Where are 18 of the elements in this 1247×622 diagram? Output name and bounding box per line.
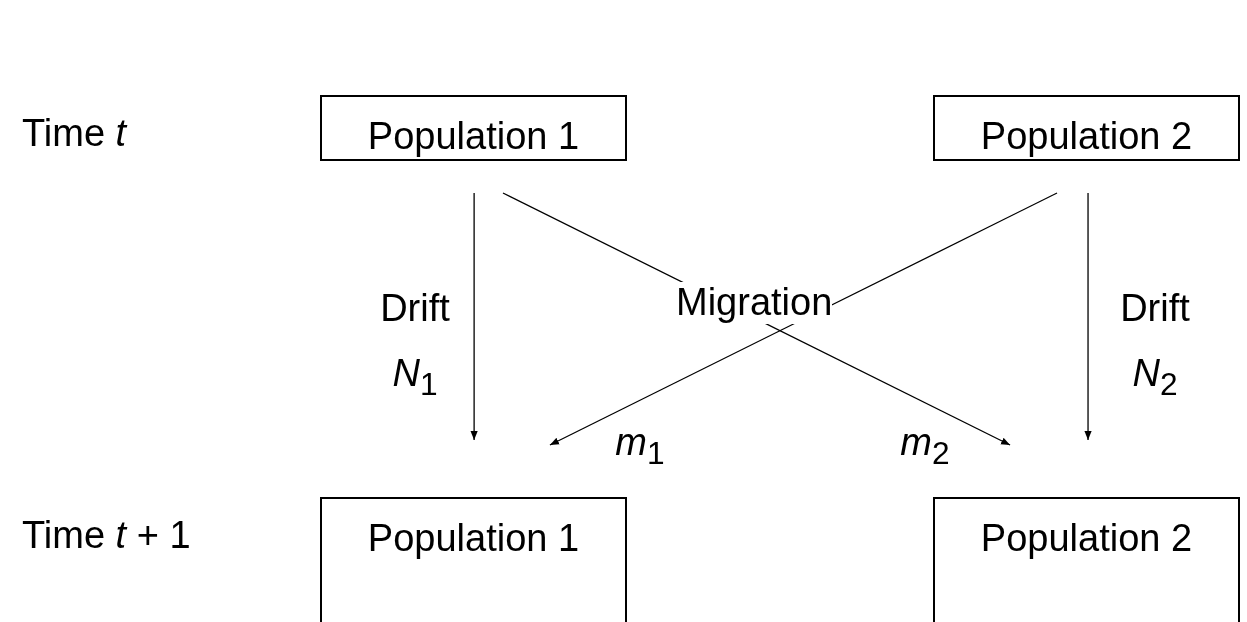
- arrow: [470, 192, 478, 441]
- population-box: [320, 95, 627, 161]
- population-name: Population 1: [366, 517, 581, 560]
- time-label: Time t: [22, 113, 127, 155]
- edge-label: m$_{2}$: [899, 420, 951, 473]
- edge-label: m$_{1}$: [614, 420, 666, 473]
- population-box: [320, 497, 627, 622]
- population-name: Population 1: [366, 115, 581, 158]
- arrow: [1084, 192, 1092, 441]
- population-name: Population 2: [979, 115, 1194, 158]
- edge-label: Drift N$_{2}$: [1119, 286, 1191, 404]
- arrow: [549, 192, 1058, 446]
- population-name: Population 2: [979, 517, 1194, 560]
- edge-label: Drift N$_{1}$: [379, 286, 451, 404]
- population-box: [933, 497, 1240, 622]
- time-label: Time t + 1: [22, 515, 191, 557]
- process-label: Migration: [676, 282, 833, 324]
- population-box: [933, 95, 1240, 161]
